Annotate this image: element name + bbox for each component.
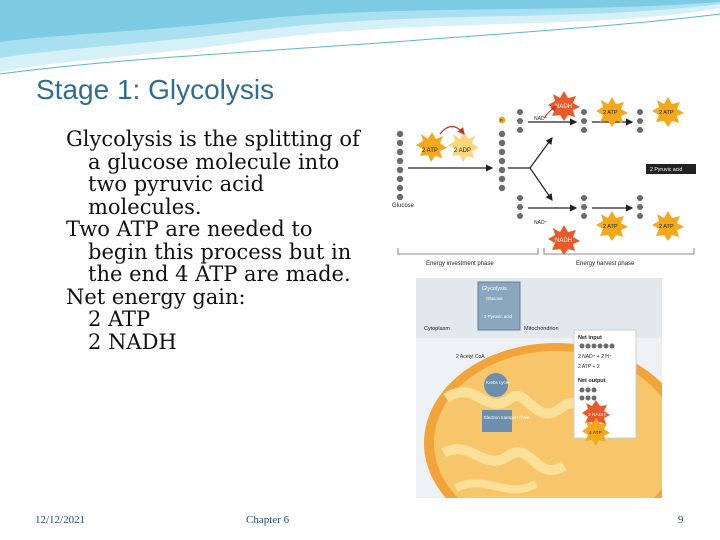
atp-star-top-1-icon: 2 ATP: [596, 97, 628, 127]
footer-date: 12/12/2021: [35, 514, 86, 526]
panel-title: Glycolysis: [482, 286, 507, 292]
atp-star-icon: 2 ATP: [416, 132, 447, 162]
net-input-label: Net input: [578, 335, 602, 341]
net-output-label: Net output: [578, 378, 606, 384]
energy-investment-label: Energy investment phase: [426, 261, 494, 267]
nadh-star-bottom-icon: NADH: [548, 225, 580, 255]
svg-text:NADH: NADH: [555, 238, 572, 244]
footer-page-number: 9: [678, 514, 684, 526]
footer-chapter: Chapter 6: [246, 514, 290, 526]
svg-text:2 ADP: 2 ADP: [454, 148, 471, 154]
atp-star-bottom-2-icon: 2 ATP: [652, 211, 684, 241]
header-wave-decoration: [0, 0, 720, 75]
svg-text:2 Pyruvic acid: 2 Pyruvic acid: [484, 314, 513, 319]
atp-star-top-2-icon: 2 ATP: [652, 97, 684, 127]
svg-text:NAD⁺: NAD⁺: [534, 116, 548, 122]
net-output-nadh: 2 NADH: [588, 412, 606, 418]
glucose-molecule: [396, 130, 404, 201]
svg-text:NAD⁺: NAD⁺: [534, 220, 548, 226]
acetyl-coa-label: 2 Acetyl CoA: [456, 354, 485, 360]
atp-star-bottom-1-icon: 2 ATP: [596, 211, 628, 241]
svg-text:2 ATP: 2 ATP: [603, 224, 618, 230]
nadh-star-top-icon: NADH: [548, 91, 580, 121]
slide-title: Stage 1: Glycolysis: [36, 74, 275, 105]
svg-text:2 ATP: 2 ATP: [422, 148, 438, 154]
net-input-nad: 2 NAD⁺ + 2 H⁺: [578, 354, 612, 360]
svg-text:Glucose: Glucose: [486, 296, 503, 301]
body-text: Glycolysis is the splitting of a glucose…: [66, 128, 376, 353]
glucose-label: Glucose: [392, 203, 415, 209]
svg-text:2 ATP: 2 ATP: [659, 110, 674, 116]
lower-branch-chain: [517, 195, 643, 219]
energy-harvest-label: Energy harvest phase: [576, 261, 635, 267]
net-gain-atp: 2 ATP: [88, 307, 151, 331]
paragraph-definition: Glycolysis is the splitting of a glucose…: [66, 127, 360, 219]
fructose-chain: [498, 130, 506, 192]
krebs-cycle-label: Krebs cycle: [486, 380, 510, 385]
paragraph-atp: Two ATP are needed to begin this process…: [66, 217, 352, 286]
cytoplasm-label: Cytoplasm: [424, 326, 450, 332]
net-input-atp: 2 ATP + 2: [578, 364, 600, 370]
mitochondrion-label: Mitochondrion: [524, 326, 559, 332]
svg-text:2 ATP: 2 ATP: [659, 224, 674, 230]
svg-text:2 ATP: 2 ATP: [603, 110, 618, 116]
upper-branch-chain: [517, 109, 643, 133]
paragraph-net-gain: Net energy gain:: [66, 284, 246, 309]
net-output-atp: 4 ATP: [589, 430, 602, 436]
electron-transport-label: Electron transport chain: [484, 415, 530, 420]
net-gain-nadh: 2 NADH: [88, 329, 177, 354]
adp-star-icon: 2 ADP: [448, 132, 479, 162]
svg-text:P: P: [500, 118, 503, 123]
pyruvic-acid-label: 2 Pyruvic acid: [650, 167, 682, 173]
mitochondrion-figure: Glycolysis Glucose 2 Pyruvic acid Cytopl…: [416, 278, 662, 498]
svg-text:NADH: NADH: [555, 104, 572, 110]
glycolysis-pathway-figure: Glucose 2 ATP 2 ADP P: [384, 90, 700, 272]
